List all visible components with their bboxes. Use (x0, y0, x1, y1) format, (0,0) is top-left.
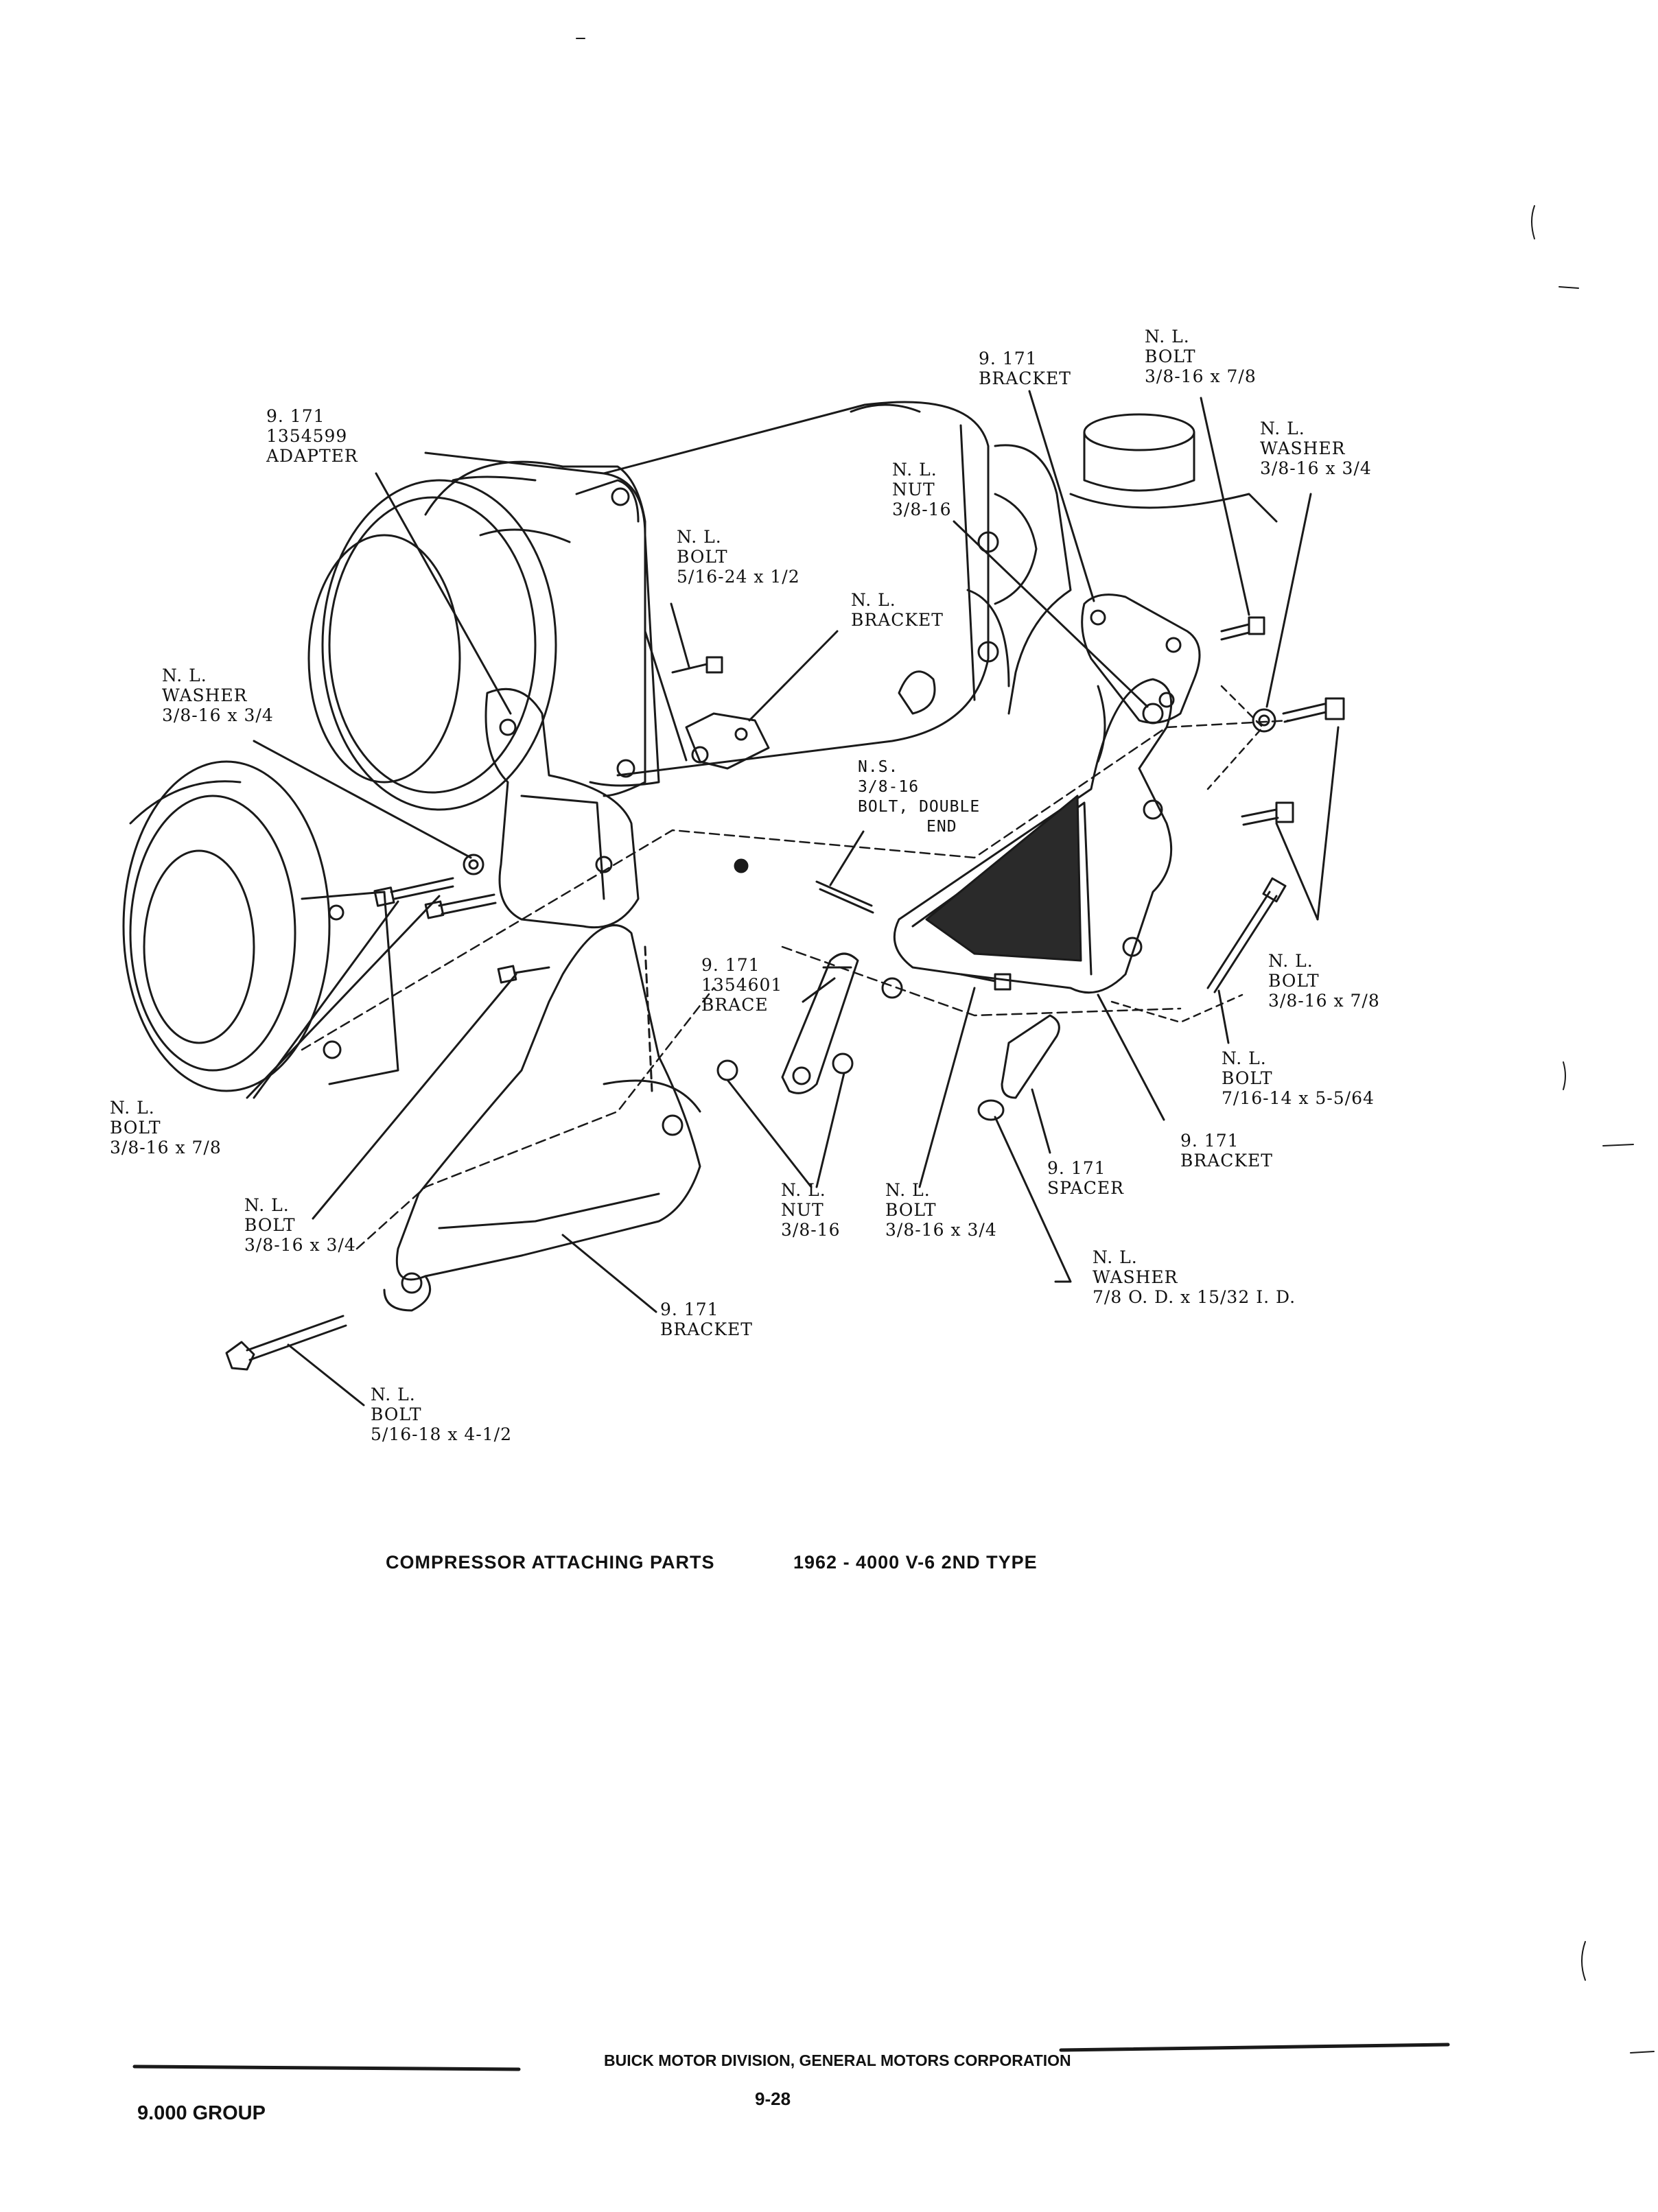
top-bracket (1081, 593, 1201, 724)
brace (781, 952, 859, 1094)
bolts (225, 616, 1345, 1371)
figure-caption-model: 1962 - 4000 V-6 2ND TYPE (793, 1552, 1038, 1573)
engine-block (301, 685, 1292, 1250)
leader-lines (246, 390, 1340, 1407)
footer-division: BUICK MOTOR DIVISION, GENERAL MOTORS COR… (604, 2051, 1071, 2069)
label-bracket-small: N. L.BRACKET (851, 590, 944, 630)
footer-group: 9.000 GROUP (137, 2102, 266, 2124)
small-bracket (685, 712, 770, 770)
oil-filler-cap (1069, 413, 1278, 523)
footer-page-number: 9-28 (755, 2089, 791, 2109)
adapter-plate (484, 687, 640, 929)
figure-caption-title: COMPRESSOR ATTACHING PARTS (386, 1552, 715, 1573)
footer-rules (132, 2043, 1450, 2071)
compressor-front-plate (424, 451, 660, 787)
page-marks (576, 38, 1655, 2054)
lower-bracket (383, 924, 701, 1312)
right-bracket (893, 678, 1173, 994)
compressor-clutch-housing (307, 460, 646, 811)
crank-pulley (122, 760, 399, 1092)
spacer (1001, 1014, 1060, 1099)
compressor-body (603, 401, 1072, 777)
